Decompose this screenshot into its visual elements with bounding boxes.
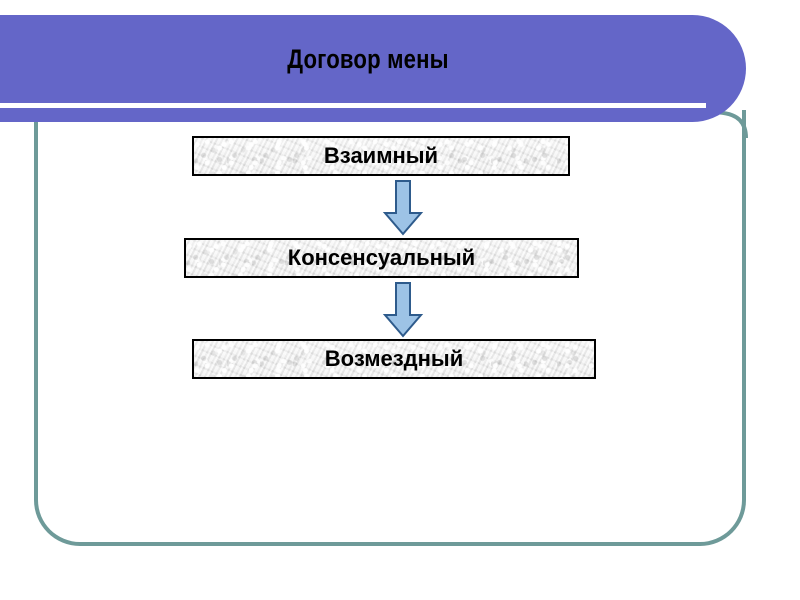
flow-box-1-label: Взаимный (323, 143, 439, 168)
title-underline (0, 103, 706, 108)
flow-box-3[interactable]: Возмездный (192, 339, 596, 379)
arrow-down-icon-1 (382, 180, 424, 236)
page-title: Договор мены (287, 43, 449, 74)
title-banner: Договор мены (0, 15, 746, 122)
flow-box-3-label: Возмездный (324, 346, 464, 371)
flow-box-2[interactable]: Консенсуальный (184, 238, 579, 278)
flow-box-1[interactable]: Взаимный (192, 136, 570, 176)
flow-box-2-label: Консенсуальный (287, 245, 476, 270)
arrow-down-icon-2 (382, 282, 424, 338)
